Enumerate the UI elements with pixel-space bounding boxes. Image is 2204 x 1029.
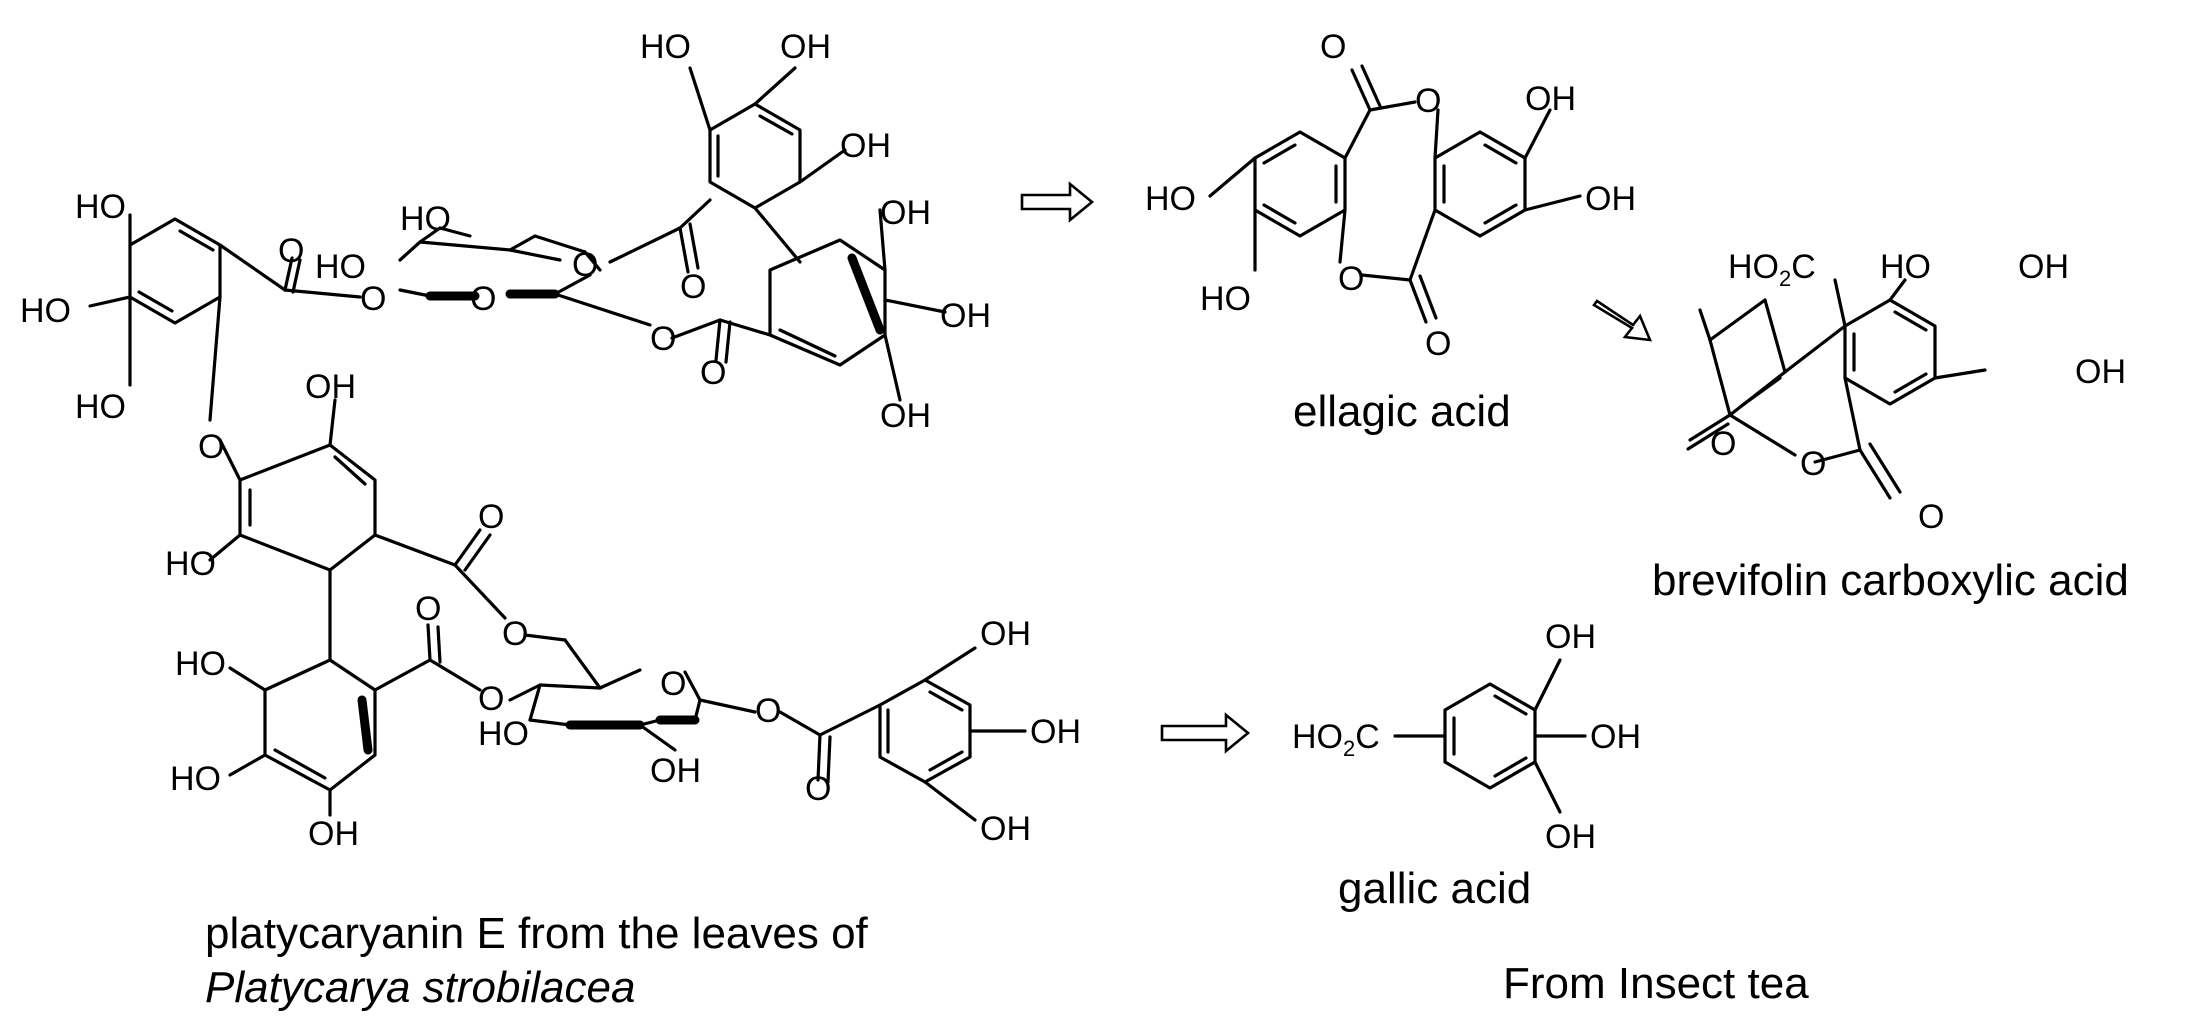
atom-label-oh: OH: [780, 28, 831, 66]
atom-label-ho: HO: [1880, 248, 1931, 286]
arrow-to-ellagic-acid: [1020, 181, 1095, 223]
atom-label-o: O: [470, 280, 496, 318]
ring-a: [88, 213, 362, 422]
atom-label-ho: HO: [75, 188, 126, 226]
atom-label-oh: OH: [1525, 80, 1576, 118]
atom-label-oh: OH: [1030, 713, 1081, 751]
atom-label-oh: OH: [940, 297, 991, 335]
atom-label-o: O: [572, 246, 598, 284]
atom-label-ho: HO: [1200, 280, 1251, 318]
atom-label-ho: HO: [640, 28, 691, 66]
caption-gallic-acid: gallic acid: [1338, 864, 1531, 913]
atom-label-oh: OH: [980, 615, 1031, 653]
atom-label-ho: HO: [175, 645, 226, 683]
atom-label-o: O: [1710, 425, 1736, 463]
atom-label-o: O: [278, 232, 304, 270]
atom-label-o: O: [415, 590, 441, 628]
ring-b: [688, 66, 847, 264]
carboxyl-c: C: [1355, 718, 1380, 756]
atom-label-ho: HO: [75, 388, 126, 426]
atom-label-o: O: [1320, 28, 1346, 66]
atom-label-o: O: [360, 280, 386, 318]
atom-label-ho: HO: [1145, 180, 1196, 218]
atom-label-o: O: [1425, 325, 1451, 363]
atom-label-oh: OH: [1545, 618, 1596, 656]
ellagic-acid-structure: O O OH HO OH HO O O: [1145, 28, 1636, 363]
atom-label-o: O: [1918, 498, 1944, 536]
lower-glucose: [508, 633, 757, 752]
atom-label-carboxyl: HO2C: [1728, 248, 1816, 291]
atom-label-o: O: [502, 615, 528, 653]
caption-brevifolin-carboxylic-acid: brevifolin carboxylic acid: [1652, 556, 2129, 605]
caption-platycaryanin-source: Platycarya strobilacea: [205, 963, 635, 1012]
atom-label-o: O: [680, 268, 706, 306]
atom-label-o: O: [660, 665, 686, 703]
atom-label-ho: HO: [165, 545, 216, 583]
carboxyl-subscript: 2: [1779, 266, 1791, 291]
atom-label-o: O: [805, 770, 831, 808]
atom-label-oh: OH: [2075, 353, 2126, 391]
gallic-acid-structure: HO2C OH OH OH: [1292, 618, 1641, 856]
carboxyl-ho: HO: [1728, 248, 1779, 286]
atom-label-o: O: [700, 354, 726, 392]
caption-ellagic-acid: ellagic acid: [1293, 387, 1511, 436]
arrow-to-gallic-acid: [1160, 712, 1251, 754]
atom-label-o: O: [1415, 82, 1441, 120]
atom-label-oh: OH: [1545, 818, 1596, 856]
atom-label-ho: HO: [170, 760, 221, 798]
ring-d: [208, 398, 507, 662]
atom-label-oh: OH: [880, 194, 931, 232]
carboxyl-c: C: [1791, 248, 1816, 286]
atom-label-oh: OH: [305, 368, 356, 406]
atom-label-ho: HO: [478, 715, 529, 753]
atom-label-o: O: [478, 680, 504, 718]
atom-label-o: O: [755, 692, 781, 730]
carboxyl-ho: HO: [1292, 718, 1343, 756]
atom-label-ho: HO: [20, 292, 71, 330]
atom-label-carboxyl: HO2C: [1292, 718, 1380, 761]
atom-label-ho: HO: [315, 248, 366, 286]
ring-e: [228, 623, 482, 817]
ring-c: [670, 208, 947, 402]
atom-label-oh: OH: [840, 127, 891, 165]
atom-label-oh: OH: [880, 397, 931, 435]
ring-f: [878, 646, 1027, 822]
atom-label-o: O: [478, 498, 504, 536]
atom-label-o: O: [1800, 445, 1826, 483]
atom-label-oh: OH: [1590, 718, 1641, 756]
atom-label-oh: OH: [1585, 180, 1636, 218]
atom-label-o: O: [650, 320, 676, 358]
platycaryanin-e-structure: HO OH OH HO O HO HO O OH HO O O O OH O O…: [20, 28, 1081, 853]
atom-label-oh: OH: [2018, 248, 2069, 286]
caption-platycaryanin-e: platycaryanin E from the leaves of: [205, 909, 869, 958]
carboxyl-subscript: 2: [1343, 736, 1355, 761]
atom-label-oh: OH: [308, 815, 359, 853]
caption-source: From Insect tea: [1503, 959, 1809, 1008]
atom-label-oh: OH: [980, 810, 1031, 848]
brevifolin-carboxylic-acid-structure: HO2C HO OH OH O O O: [1686, 248, 2126, 536]
atom-label-oh: OH: [650, 752, 701, 790]
atom-label-o: O: [1338, 260, 1364, 298]
atom-label-o: O: [198, 428, 224, 466]
atom-label-ho: HO: [400, 200, 451, 238]
upper-glucose: [398, 226, 652, 327]
arrow-to-brevifolin: [1592, 299, 1653, 342]
